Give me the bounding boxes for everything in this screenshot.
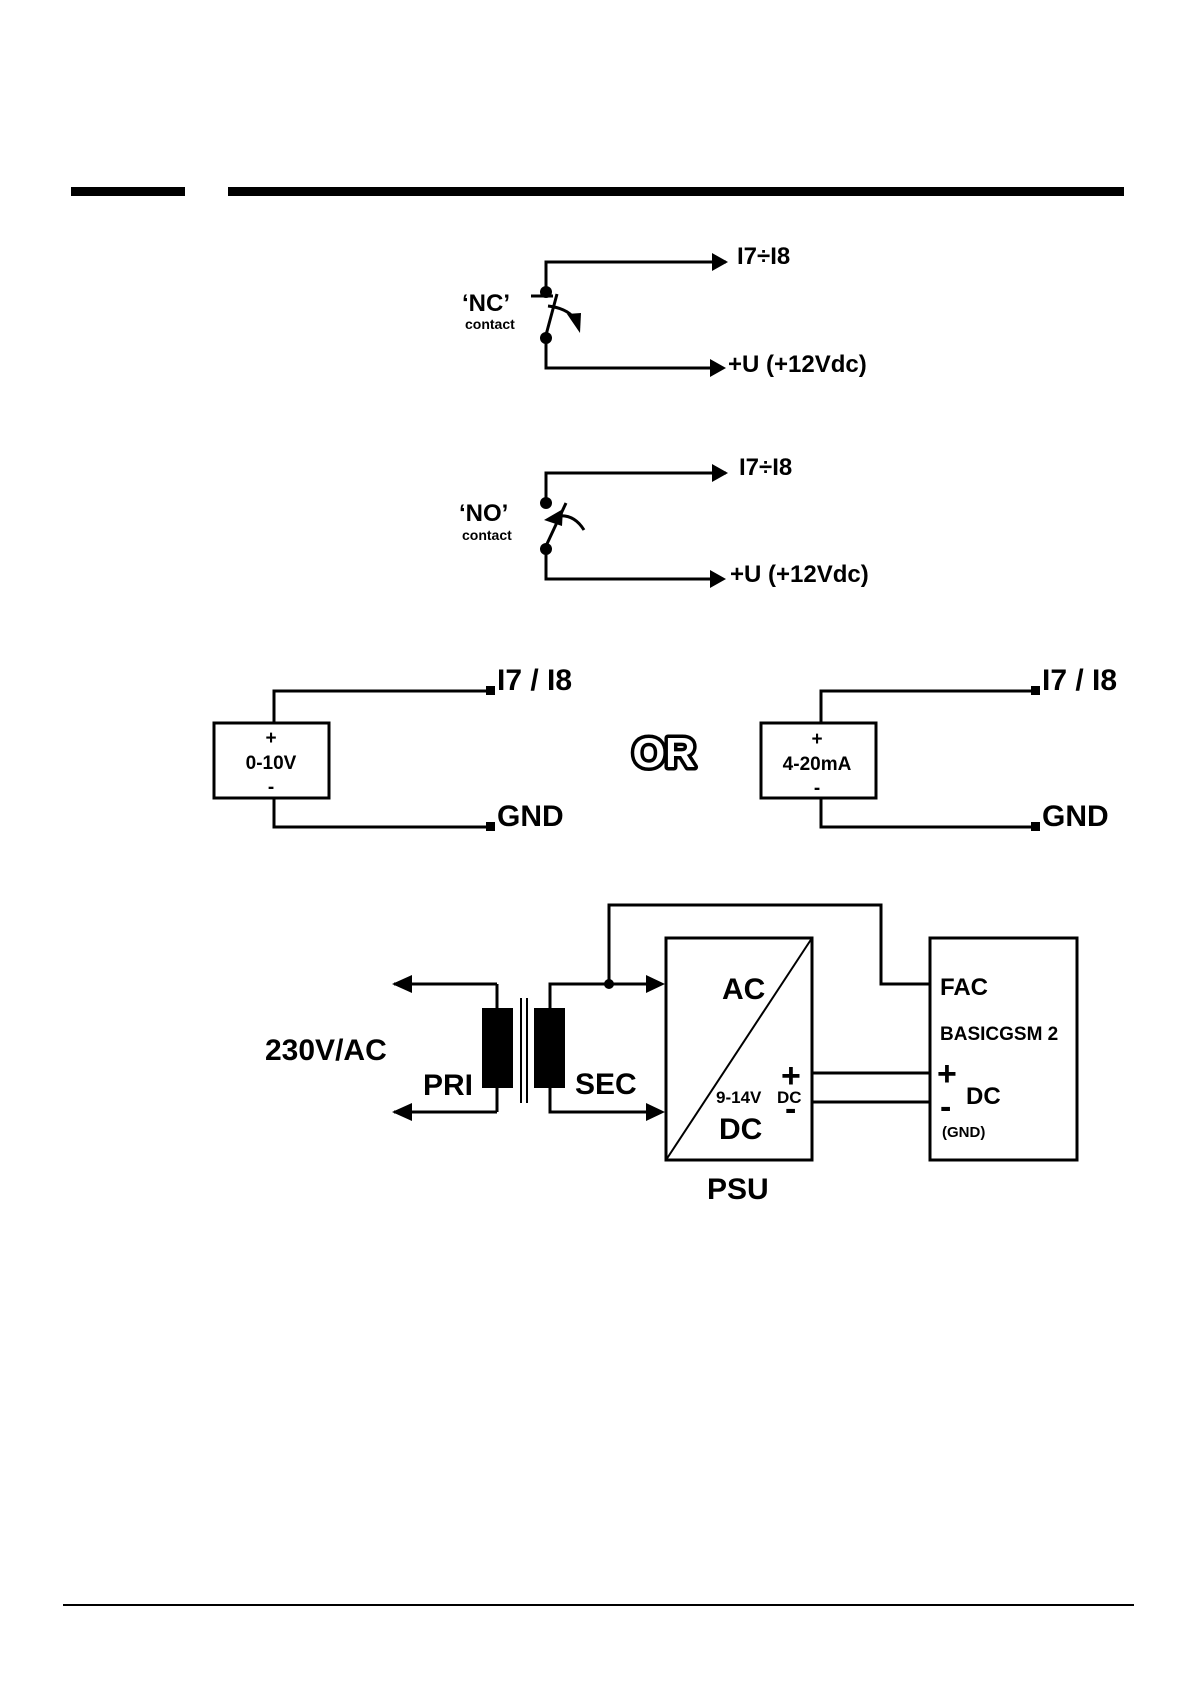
no-contact-blade: [546, 503, 566, 546]
or-separator-label: OR: [633, 729, 696, 776]
no-supply-arrow: [710, 570, 726, 588]
voltage-source-diagram: + 0-10V - I7 / I8 GND: [214, 664, 572, 833]
nc-input-label: I7÷I8: [737, 243, 790, 270]
voltage-input-wire: [274, 691, 490, 723]
secondary-upper-arrow: [646, 975, 665, 993]
device-name-label: BASICGSM 2: [940, 1024, 1058, 1045]
nc-supply-arrow: [710, 359, 726, 377]
nc-contact-word-label: contact: [465, 316, 515, 332]
nc-contact-blade: [546, 294, 557, 335]
power-supply-diagram: AC 9-14V DC DC + - PSU FAC BASICGSM 2 + …: [265, 905, 1077, 1206]
device-gnd-label: (GND): [942, 1124, 985, 1141]
mains-upper-arrow: [392, 975, 412, 993]
no-supply-wire: [546, 549, 712, 579]
no-contact-diagram: ‘NO’ contact I7÷I8 +U (+12Vdc): [459, 454, 869, 588]
psu-name-label: PSU: [707, 1173, 769, 1206]
voltage-input-label: I7 / I8: [497, 664, 572, 697]
current-ground-terminal: [1031, 822, 1040, 831]
secondary-label: SEC: [575, 1068, 637, 1101]
current-source-minus: -: [814, 778, 820, 799]
nc-contact-type-label: ‘NC’: [462, 290, 510, 317]
mains-voltage-label: 230V/AC: [265, 1034, 387, 1067]
voltage-source-plus: +: [265, 728, 276, 749]
nc-contact-diagram: ‘NC’ contact I7÷I8 +U (+12Vdc): [462, 243, 867, 378]
device-minus-label: -: [940, 1088, 951, 1126]
current-source-plus: +: [811, 729, 822, 750]
mains-lower-arrow: [392, 1103, 412, 1121]
nc-supply-wire: [546, 338, 712, 368]
voltage-source-label: 0-10V: [246, 753, 297, 774]
no-supply-label: +U (+12Vdc): [730, 561, 869, 588]
transformer-primary-winding: [482, 1008, 513, 1088]
current-input-wire: [821, 691, 1035, 723]
current-ground-label: GND: [1042, 800, 1109, 833]
footer-rule: [63, 1604, 1134, 1606]
voltage-ground-terminal: [486, 822, 495, 831]
current-input-terminal: [1031, 686, 1040, 695]
secondary-upper-wire: [550, 984, 646, 1010]
no-input-wire: [546, 473, 726, 503]
header-rule-short: [71, 187, 185, 196]
no-input-label: I7÷I8: [739, 454, 792, 481]
no-contact-terminal-top: [540, 497, 552, 509]
current-ground-wire: [821, 798, 1035, 827]
header-rule-long: [228, 187, 1124, 196]
psu-dc-range-label: 9-14V: [716, 1088, 762, 1107]
no-contact-word-label: contact: [462, 527, 512, 543]
nc-input-wire: [546, 262, 726, 292]
voltage-source-minus: -: [268, 777, 274, 798]
no-contact-type-label: ‘NO’: [459, 500, 508, 527]
secondary-lower-arrow: [646, 1103, 665, 1121]
device-fac-label: FAC: [940, 974, 988, 1001]
voltage-ground-label: GND: [497, 800, 564, 833]
no-input-arrow: [712, 464, 728, 482]
nc-supply-label: +U (+12Vdc): [728, 351, 867, 378]
psu-minus-label: -: [785, 1090, 796, 1128]
current-input-label: I7 / I8: [1042, 664, 1117, 697]
primary-label: PRI: [423, 1069, 473, 1102]
device-dc-label: DC: [966, 1083, 1001, 1110]
current-source-diagram: + 4-20mA - I7 / I8 GND: [761, 664, 1117, 833]
voltage-input-terminal: [486, 686, 495, 695]
voltage-ground-wire: [274, 798, 490, 827]
transformer-secondary-winding: [534, 1008, 565, 1088]
no-actuation-arrow-icon: [544, 509, 563, 526]
psu-ac-label: AC: [722, 973, 765, 1006]
nc-actuation-arrow-icon: [567, 313, 581, 333]
psu-dc-label: DC: [719, 1113, 762, 1146]
current-source-label: 4-20mA: [783, 754, 852, 775]
nc-input-arrow: [712, 253, 728, 271]
